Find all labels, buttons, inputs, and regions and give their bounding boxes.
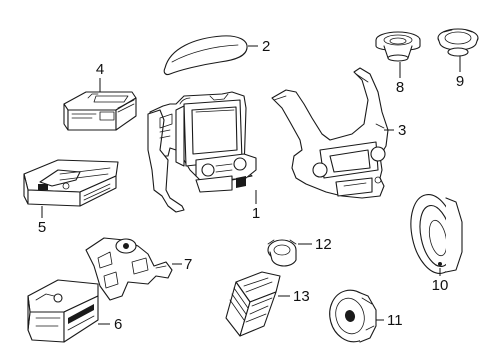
part-7-bracket[interactable] [85,237,173,301]
callout-12: 12 [315,236,332,253]
part-5-control-module[interactable] [23,159,119,207]
callout-5: 5 [38,219,46,236]
callout-labels: 1 2 3 4 5 6 7 8 9 10 11 12 13 [38,38,464,333]
part-11-speaker[interactable] [324,285,380,347]
callout-9: 9 [456,73,464,90]
part-9-tweeter[interactable] [437,28,479,57]
part-6-amplifier[interactable] [27,279,99,343]
callout-2: 2 [262,38,270,55]
callout-3: 3 [398,122,406,139]
callout-13: 13 [293,288,310,305]
callout-8: 8 [396,79,404,96]
callout-7: 7 [184,256,192,273]
part-8-speaker[interactable] [375,31,421,62]
callout-1: 1 [252,205,260,222]
callout-10: 10 [432,277,449,294]
callout-11: 11 [387,312,403,329]
part-2-display-hood[interactable] [163,35,248,76]
callout-6: 6 [114,316,122,333]
part-13-amplifier-module[interactable] [225,271,281,337]
part-12-speaker[interactable] [267,239,297,267]
part-10-speaker[interactable] [404,190,464,277]
callout-4: 4 [96,61,104,78]
part-4-radio-receiver[interactable] [63,91,137,131]
part-3-instrument-panel-bezel[interactable] [271,67,389,199]
leader-lines [41,45,461,325]
part-1-radio-display-assembly[interactable] [147,91,257,213]
